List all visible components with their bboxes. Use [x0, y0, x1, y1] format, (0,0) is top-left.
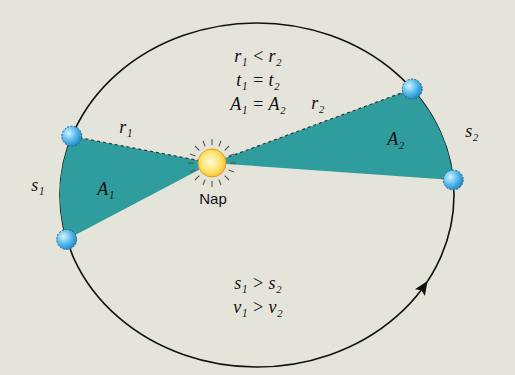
law-result: s₁ > s₂: [234, 274, 282, 294]
area-label: A₂: [387, 130, 404, 150]
sun-label: Nap: [199, 191, 227, 208]
area-label: A₁: [97, 180, 114, 200]
radius-line: [72, 136, 212, 163]
law-condition: t₁ = t₂: [236, 71, 280, 91]
law-condition: A₁ = A₂: [230, 95, 285, 115]
law-condition: r₁ < r₂: [234, 47, 282, 67]
sun: [198, 149, 226, 177]
sun-rays: [188, 139, 236, 187]
area-sector: [212, 89, 453, 180]
law-result: v₁ > v₂: [233, 298, 283, 318]
area-sector: [60, 136, 212, 239]
direction-arrow: [415, 278, 433, 296]
arc-label: s₂: [465, 122, 478, 142]
radius-label: r₂: [311, 94, 324, 114]
radius-label: r₁: [119, 118, 132, 138]
arc-label: s₁: [31, 176, 44, 196]
planets: [57, 79, 464, 250]
orbit-ellipse: [60, 23, 454, 367]
radius-line: [212, 89, 412, 163]
